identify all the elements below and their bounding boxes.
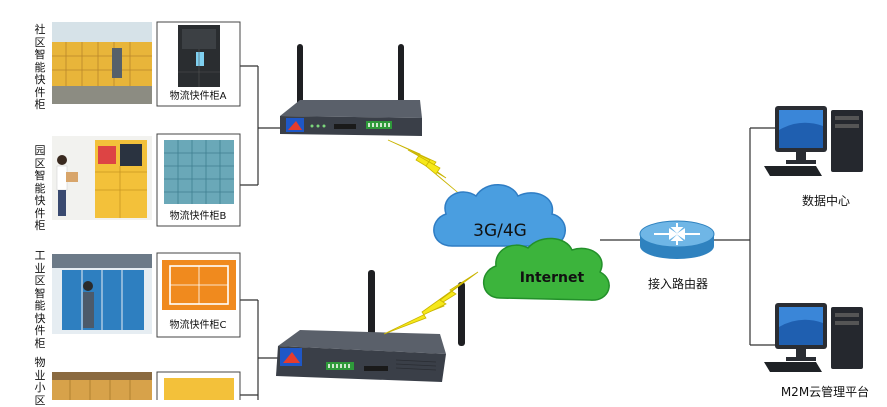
access-router-label: 接入路由器 (648, 276, 708, 291)
cloud-internet: Internet (482, 237, 610, 301)
cloud-3g-4g: 3G/4G (433, 184, 566, 247)
m2m-cloud-label: M2M云管理平台 (781, 384, 869, 399)
cabinet-b: 物流快件柜B (156, 133, 241, 227)
access-router: 接入路由器 (639, 220, 715, 291)
zone-industrial-photo (52, 254, 152, 334)
cabinet-b-label: 物流快件柜B (170, 209, 227, 222)
data-center-label: 数据中心 (802, 193, 850, 208)
zone-park-photo (52, 136, 152, 220)
zone-label-industrial: 工业区智能快件柜 (34, 249, 46, 350)
cloud-3g-4g-label: 3G/4G (473, 221, 527, 241)
zone-property-photo (52, 372, 152, 400)
router-lower (276, 270, 465, 382)
zone-label-community: 社区智能快件柜 (34, 23, 46, 111)
cloud-internet-label: Internet (520, 270, 585, 286)
cabinet-d (156, 371, 241, 400)
zone-label-park: 园区智能快件柜 (34, 144, 46, 232)
connection-lines (240, 65, 775, 400)
cabinet-a-label: 物流快件柜A (170, 89, 227, 102)
router-upper (280, 44, 422, 136)
wireless-link-lower (383, 271, 479, 335)
zone-community-photo (52, 22, 152, 104)
computer-m2m-cloud: M2M云管理平台 (764, 303, 869, 399)
cabinet-c: 物流快件柜C (156, 252, 241, 338)
router-arrows-icon (654, 223, 700, 245)
cabinet-a: 物流快件柜A (156, 21, 241, 107)
computer-data-center: 数据中心 (764, 106, 863, 208)
wireless-link-upper (387, 139, 463, 197)
cabinet-c-label: 物流快件柜C (170, 318, 227, 331)
